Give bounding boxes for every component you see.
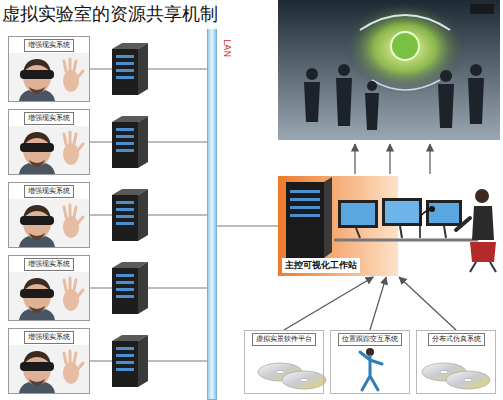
server-tower (112, 189, 148, 241)
up-arrow (429, 144, 430, 174)
workstation-picture (278, 176, 496, 276)
person-head (470, 64, 482, 76)
microphone-head (429, 206, 435, 212)
disc-pair (258, 363, 326, 389)
drive-light (290, 214, 320, 217)
orange-panel (278, 176, 398, 276)
up-arrow (354, 144, 355, 174)
person-head (367, 81, 377, 91)
node-label: 增强现实系统 (24, 112, 74, 125)
ar-system-card: 增强现实系统 (8, 109, 90, 175)
vr-scene (278, 0, 500, 140)
connector (90, 68, 207, 69)
person-body (304, 82, 320, 122)
person-head (338, 64, 350, 76)
monitor (426, 200, 462, 226)
person-head (306, 68, 318, 80)
connector (90, 214, 207, 215)
operator-body (472, 206, 494, 240)
chair-legs (470, 262, 496, 272)
dancer-figure (360, 348, 382, 390)
person-body (438, 84, 454, 128)
microphone (420, 210, 430, 238)
server-tower (112, 43, 148, 95)
person-body (336, 78, 352, 126)
ar-system-card: 增强现实系统 (8, 36, 90, 102)
node-label: 增强现实系统 (24, 258, 74, 271)
scene-arrows (355, 144, 430, 174)
server-tower (112, 335, 148, 387)
title: 虚拟实验室的资源共享机制 (0, 0, 224, 29)
server-tower (112, 116, 148, 168)
drive-light (290, 198, 320, 201)
scene-logo (470, 4, 494, 14)
node-label: 主控可视化工作站 (282, 258, 360, 273)
scene-arc (360, 15, 450, 30)
person-body (365, 93, 379, 130)
node-label: 虚拟实景软件平台 (252, 333, 316, 346)
up-arrow (389, 144, 390, 174)
scene-people (304, 64, 484, 130)
servers (112, 43, 148, 387)
scene-glow (343, 2, 467, 94)
figure-body (360, 352, 382, 390)
chair (470, 242, 496, 262)
scene-ground (278, 0, 500, 140)
scene-arc (372, 80, 440, 90)
connector (90, 360, 207, 361)
module-box: 分布式仿真系统 (416, 330, 496, 394)
connector (284, 277, 373, 330)
person-head (440, 70, 452, 82)
tower-side (324, 177, 332, 258)
monitor (338, 200, 378, 228)
workstation-tower (286, 182, 324, 258)
module-box: 位置跟踪交互系统 (330, 330, 410, 394)
lan-bus: LAN (207, 0, 217, 400)
monitor-stands (356, 226, 446, 238)
drive-light (290, 190, 320, 193)
server-tower (112, 262, 148, 314)
module-pictures (258, 348, 490, 390)
disc-pair (422, 363, 490, 389)
connector (370, 277, 386, 330)
connector (90, 287, 207, 288)
connector (217, 225, 278, 226)
monitor (382, 198, 422, 226)
connector (399, 277, 456, 330)
node-label: 位置跟踪交互系统 (338, 333, 402, 346)
user-photo (9, 272, 89, 320)
operator-arm (456, 218, 470, 230)
node-label: LAN (222, 37, 232, 59)
node-label: 增强现实系统 (24, 331, 74, 344)
monitor-screen (385, 201, 419, 223)
node-label: 增强现实系统 (24, 185, 74, 198)
user-photo (9, 345, 89, 393)
connector (90, 141, 207, 142)
ar-system-card: 增强现实系统 (8, 328, 90, 394)
monitor-screen (429, 203, 459, 223)
user-photo (9, 53, 89, 101)
workstation: 主控可视化工作站 (278, 176, 500, 276)
user-photo (9, 199, 89, 247)
scene-device (391, 32, 419, 60)
node-label: 增强现实系统 (24, 39, 74, 52)
drive-light (290, 206, 320, 209)
monitor-screen (341, 203, 375, 225)
ar-system-card: 增强现实系统 (8, 255, 90, 321)
desk (334, 239, 478, 242)
user-photo (9, 126, 89, 174)
operator-head (475, 189, 489, 203)
node-label: 分布式仿真系统 (428, 333, 485, 346)
module-box: 虚拟实景软件平台 (244, 330, 324, 394)
person-body (468, 78, 484, 124)
ar-system-card: 增强现实系统 (8, 182, 90, 248)
user-photos (9, 53, 89, 393)
